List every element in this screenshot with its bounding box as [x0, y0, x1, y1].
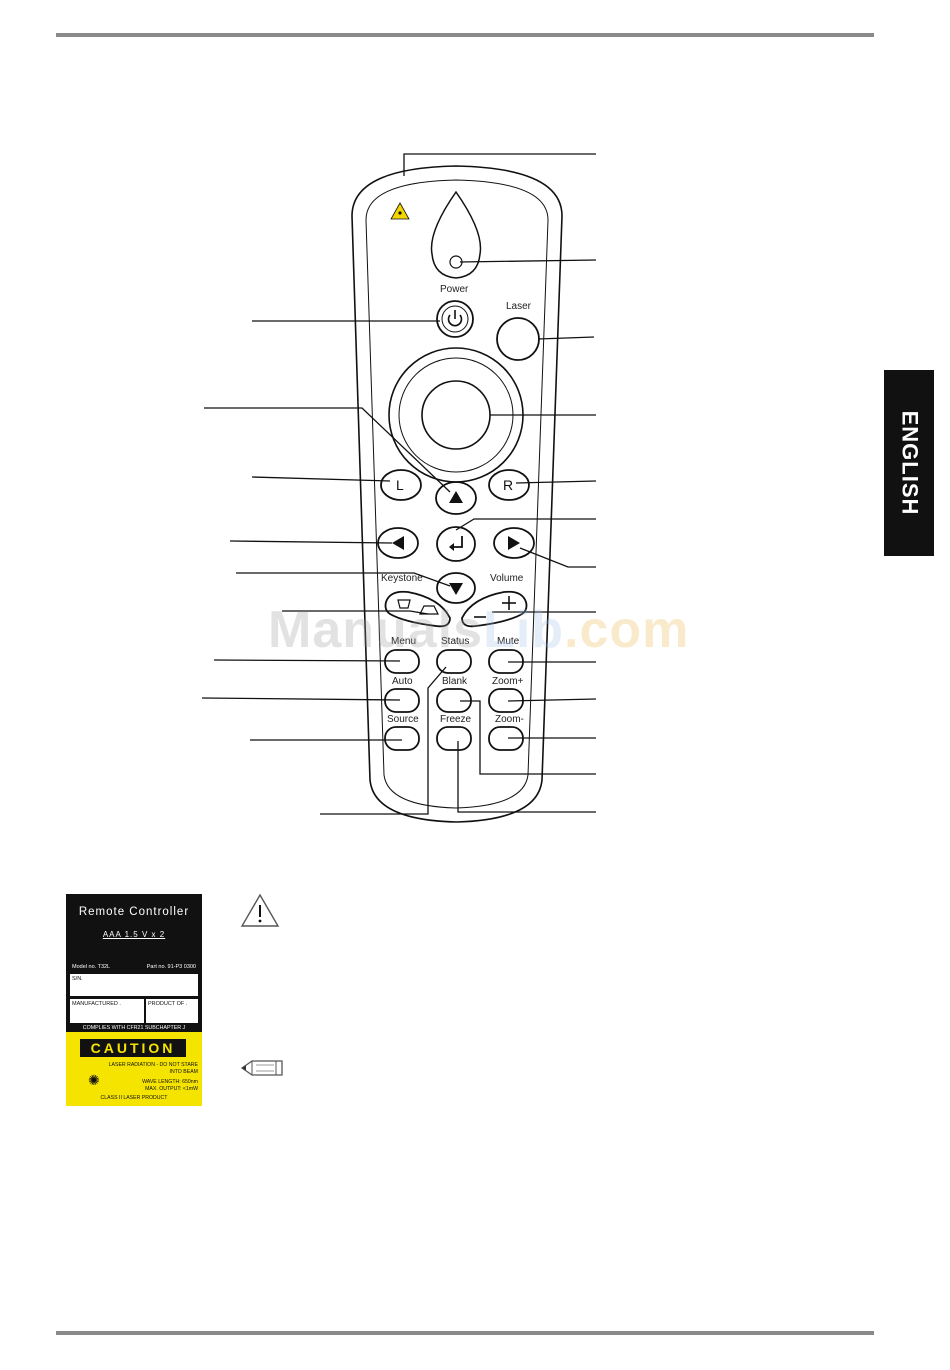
laser-emitter: [430, 190, 482, 279]
down-arrow-icon: [449, 583, 463, 595]
auto-button[interactable]: [384, 688, 420, 713]
laser-warning-icon: [390, 202, 410, 220]
callout-keystone: [282, 610, 429, 615]
label-radiation-warning: LASER RADIATION - DO NOT STARE INTO BEAM: [108, 1062, 198, 1075]
callout-auto: [201, 697, 401, 701]
keystone-down-icon: [419, 605, 439, 615]
freeze-label: Freeze: [440, 714, 472, 725]
keystone-rocker[interactable]: [384, 590, 451, 628]
laser-button[interactable]: [496, 317, 540, 361]
blank-label: Blank: [442, 676, 468, 687]
label-part-no: Part no. 91-P3 0300: [146, 964, 196, 970]
label-complies: COMPLIES WITH CFR21 SUBCHAPTER J: [82, 1025, 186, 1031]
callout-status: [320, 666, 447, 815]
callout-right: [519, 547, 596, 568]
top-rule: [56, 33, 874, 37]
freeze-button[interactable]: [436, 726, 472, 751]
volume-label: Volume: [490, 573, 524, 584]
label-title: Remote Controller: [78, 906, 190, 918]
zoom-plus-label: Zoom+: [492, 676, 524, 687]
mouse-pad[interactable]: [388, 347, 524, 483]
callout-menu: [213, 659, 401, 662]
label-max-output: MAX. OUTPUT: <1mW: [145, 1086, 198, 1092]
label-caution: CAUTION: [80, 1039, 186, 1057]
keystone-up-icon: [397, 599, 411, 609]
callout-zoom-plus: [507, 698, 597, 702]
callout-left: [229, 540, 393, 544]
laser-label: Laser: [506, 301, 532, 312]
status-label: Status: [441, 636, 469, 647]
label-sn: S/N.: [70, 974, 198, 996]
callout-up: [204, 407, 451, 493]
label-card-top: Remote Controller AAA 1.5 V x 2 Model no…: [66, 894, 202, 1032]
callout-lines: [201, 153, 597, 815]
down-button[interactable]: [436, 572, 476, 604]
watermark-part-2: Lib: [483, 601, 565, 659]
source-button[interactable]: [384, 726, 420, 751]
label-wavelength: WAVE LENGTH: 650nm: [142, 1079, 198, 1085]
zoom-minus-label: Zoom-: [495, 714, 524, 725]
enter-icon: [449, 536, 463, 551]
r-button-label: R: [503, 477, 513, 493]
remote-body-inner: [365, 179, 549, 809]
right-arrow-icon: [508, 536, 520, 550]
remote-label-card: Remote Controller AAA 1.5 V x 2 Model no…: [66, 894, 202, 1106]
power-icon: [447, 310, 463, 327]
callout-laser-window: [403, 153, 596, 176]
label-battery: AAA 1.5 V x 2: [102, 930, 166, 939]
right-button[interactable]: [493, 527, 535, 559]
up-button[interactable]: [435, 481, 477, 515]
watermark: ManualsLib.com: [268, 600, 689, 660]
menu-label: Menu: [391, 636, 416, 647]
l-button[interactable]: L: [380, 469, 422, 501]
auto-label: Auto: [392, 676, 413, 687]
label-class: CLASS II LASER PRODUCT: [100, 1095, 168, 1101]
callout-blank: [460, 700, 596, 775]
callout-freeze: [457, 741, 596, 813]
enter-button[interactable]: [436, 526, 476, 562]
label-manufactured: MANUFACTURED .: [70, 999, 144, 1023]
volume-rocker[interactable]: [461, 590, 528, 628]
callout-r: [515, 480, 597, 484]
source-label: Source: [387, 714, 419, 725]
callout-laser-led: [459, 259, 597, 263]
power-label: Power: [440, 284, 469, 295]
mute-label: Mute: [497, 636, 520, 647]
l-button-label: L: [396, 477, 404, 493]
callout-laser-button: [537, 336, 595, 340]
laser-starburst-icon: ✺: [88, 1072, 100, 1088]
watermark-part-1: Manuals: [268, 601, 484, 659]
power-button[interactable]: [436, 300, 474, 338]
language-tab: ENGLISH: [884, 370, 934, 556]
left-button[interactable]: [377, 527, 419, 559]
volume-plus-icon: [502, 596, 516, 610]
watermark-part-3: .com: [564, 601, 690, 659]
callout-down: [236, 572, 451, 587]
warning-icon: [240, 893, 280, 927]
note-pencil-icon: [240, 1060, 283, 1076]
callout-enter: [455, 518, 596, 531]
bottom-rule: [56, 1331, 874, 1335]
up-arrow-icon: [449, 491, 463, 503]
label-product-of: PRODUCT OF .: [146, 999, 198, 1023]
label-card-caution-area: CAUTION ✺ LASER RADIATION - DO NOT STARE…: [66, 1032, 202, 1106]
left-arrow-icon: [392, 536, 404, 550]
keystone-label: Keystone: [381, 573, 423, 584]
r-button[interactable]: R: [488, 469, 530, 501]
callout-l: [251, 476, 391, 482]
label-model-no: Model no. T32L: [72, 964, 111, 970]
